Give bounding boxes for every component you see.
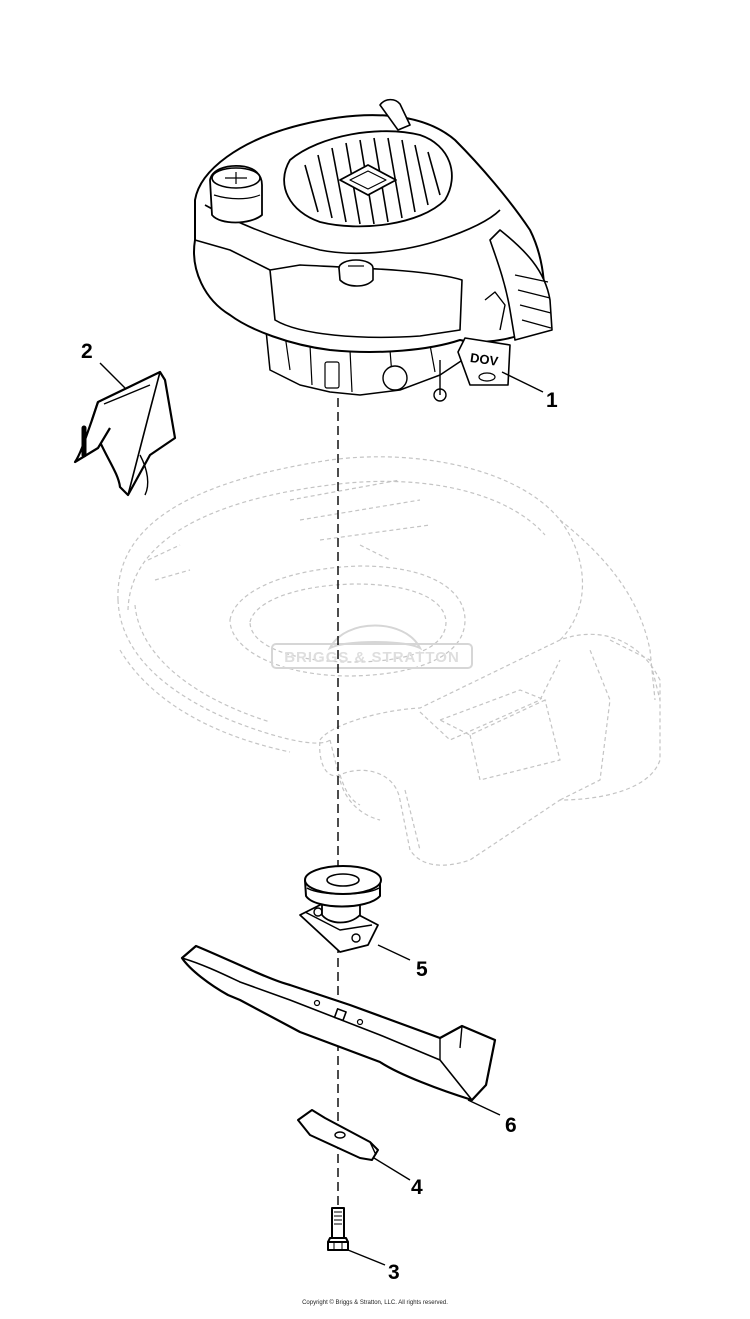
callout-2: 2 [81, 340, 93, 363]
blade-adapter [299, 865, 382, 953]
watermark-logo: BRIGGS & STRATTON [271, 624, 473, 669]
callout-3: 3 [388, 1261, 400, 1284]
blade [180, 944, 497, 1102]
mower-deck [117, 456, 656, 821]
blade-bolt [327, 1207, 349, 1251]
watermark-text: BRIGGS & STRATTON [284, 649, 460, 666]
engine-badge-text: DOV [469, 350, 499, 369]
copyright-notice: Copyright © Briggs & Stratton, LLC. All … [302, 1300, 448, 1306]
callout-4: 4 [411, 1176, 423, 1199]
deck-rear-housing [319, 633, 661, 866]
leader-lines [99, 362, 544, 1266]
blade-plate [297, 1109, 379, 1161]
callout-1: 1 [546, 389, 558, 412]
engine: DOV [193, 98, 553, 402]
callout-5: 5 [416, 958, 428, 981]
shield [73, 370, 177, 497]
callout-6: 6 [505, 1114, 517, 1137]
